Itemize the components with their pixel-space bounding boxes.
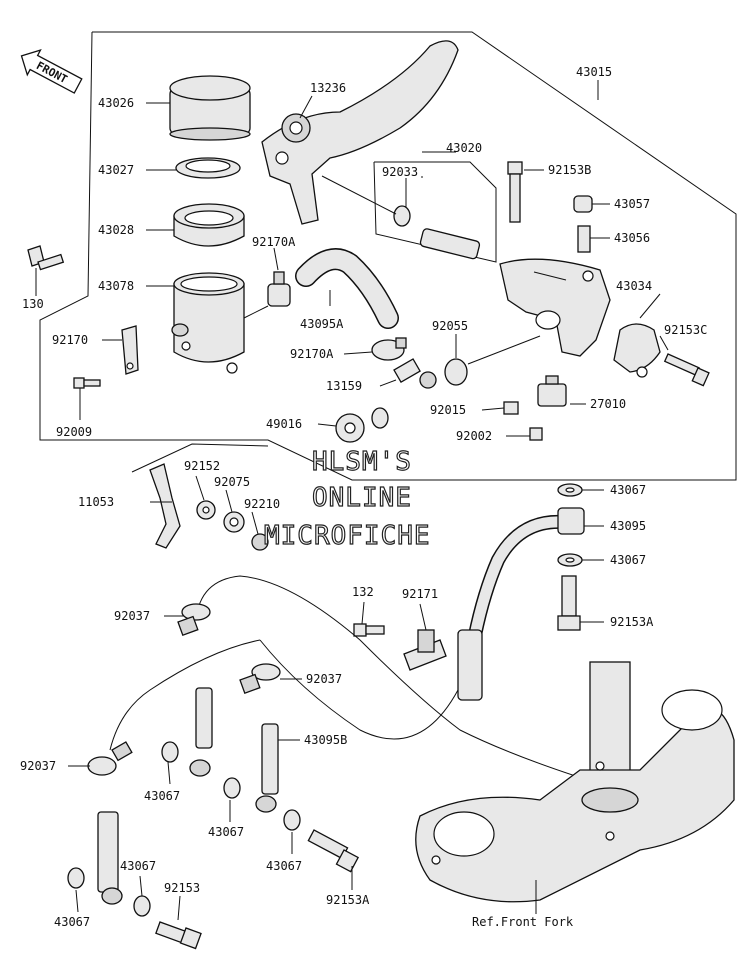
screw-92009	[73, 377, 101, 389]
label-43056: 43056	[614, 231, 650, 245]
watermark-line-2: ONLINE	[312, 483, 412, 513]
label-92075: 92075	[214, 475, 250, 489]
pivot-bolt	[507, 161, 523, 223]
label-43026: 43026	[98, 96, 134, 110]
label-43067-c: 43067	[266, 859, 302, 873]
reservoir-plate	[175, 157, 241, 179]
label-92152: 92152	[184, 459, 220, 473]
banjo-bolt-lower-right	[307, 829, 360, 873]
label-92002: 92002	[456, 429, 492, 443]
screw-92002	[529, 427, 543, 441]
label-92210: 92210	[244, 497, 280, 511]
watermark-line-1: HLSM'S	[312, 447, 412, 477]
bolt-132	[353, 623, 385, 637]
label-92170A-lower: 92170A	[290, 347, 334, 361]
reference-note: Ref.Front Fork	[472, 915, 574, 929]
piston-kit	[321, 161, 497, 263]
label-130: 130	[22, 297, 44, 311]
collar-92152	[196, 500, 216, 520]
stay-92170	[121, 325, 139, 375]
label-92153C: 92153C	[664, 323, 707, 337]
front-brake-hose	[457, 507, 585, 701]
reservoir-diaphragm	[173, 203, 245, 247]
label-43067-d: 43067	[120, 859, 156, 873]
label-43067-b: 43067	[208, 825, 244, 839]
label-43078: 43078	[98, 279, 134, 293]
label-11053: 11053	[78, 495, 114, 509]
bolt-130	[27, 245, 65, 271]
label-43067-a: 43067	[144, 789, 180, 803]
washers-43067-lower	[67, 741, 301, 917]
hose-clamp-lower	[371, 337, 407, 361]
label-13159: 13159	[326, 379, 362, 393]
part-labels: 43026 43027 43028 43078 130 92170 92009 …	[20, 65, 707, 929]
label-92153: 92153	[164, 881, 200, 895]
damper-92075	[223, 511, 245, 533]
master-cylinder-body	[499, 258, 611, 357]
lower-brake-hoses	[87, 603, 281, 905]
reservoir-hose	[295, 248, 399, 329]
brake-lever	[261, 40, 459, 225]
label-92153B: 92153B	[548, 163, 591, 177]
leader-lines	[35, 80, 669, 921]
label-43067-right-lower: 43067	[610, 553, 646, 567]
assembly-frame	[39, 31, 737, 481]
banjo-bolt-lower-left	[155, 921, 202, 950]
label-43067-right-upper: 43067	[610, 483, 646, 497]
label-13236: 13236	[310, 81, 346, 95]
label-92170: 92170	[52, 333, 88, 347]
label-43095B: 43095B	[304, 733, 347, 747]
label-92153A-right: 92153A	[610, 615, 654, 629]
grommet	[335, 413, 365, 443]
label-43067-e: 43067	[54, 915, 90, 929]
label-43034: 43034	[616, 279, 652, 293]
label-43020: 43020	[446, 141, 482, 155]
label-92015: 92015	[430, 403, 466, 417]
bleeder-cap	[573, 195, 593, 213]
front-fork-triple-clamp	[415, 661, 735, 903]
washer-43067-upper	[557, 483, 583, 497]
label-43057: 43057	[614, 197, 650, 211]
label-132: 132	[352, 585, 374, 599]
label-92037-top: 92037	[114, 609, 150, 623]
label-92033: 92033	[382, 165, 418, 179]
hose-routing-line	[195, 575, 621, 791]
label-49016: 49016	[266, 417, 302, 431]
label-92037-mid: 92037	[306, 672, 342, 686]
nut-92015	[503, 401, 519, 415]
label-43015: 43015	[576, 65, 612, 79]
label-43095: 43095	[610, 519, 646, 533]
sub-frame	[131, 443, 269, 473]
label-43027: 43027	[98, 163, 134, 177]
label-92171: 92171	[402, 587, 438, 601]
front-arrow-icon: FRONT	[20, 49, 83, 94]
label-43028: 43028	[98, 223, 134, 237]
hose-bracket	[149, 463, 181, 549]
handlebar-clamp	[613, 323, 661, 378]
clamp-bolt	[663, 353, 710, 387]
hose-clamp-upper	[267, 271, 291, 307]
reservoir-cap	[169, 75, 251, 141]
label-92009: 92009	[56, 425, 92, 439]
bleeder-valve	[577, 225, 591, 253]
label-43095A: 43095A	[300, 317, 344, 331]
label-92055: 92055	[432, 319, 468, 333]
washer-43067-lower	[557, 553, 583, 567]
label-92153A-bottom: 92153A	[326, 893, 370, 907]
watermark-line-3: MICROFICHE	[264, 521, 431, 551]
banjo-bolt-upper	[557, 575, 581, 631]
reservoir-tank	[171, 272, 269, 374]
label-27010: 27010	[590, 397, 626, 411]
hose-guide-92171	[403, 629, 447, 671]
label-92037-left: 92037	[20, 759, 56, 773]
circlip	[371, 407, 389, 429]
brake-light-switch	[537, 375, 567, 407]
o-ring	[444, 335, 541, 386]
nut-92210	[251, 533, 269, 551]
hose-fitting	[393, 358, 437, 389]
label-92170A-upper: 92170A	[252, 235, 296, 249]
